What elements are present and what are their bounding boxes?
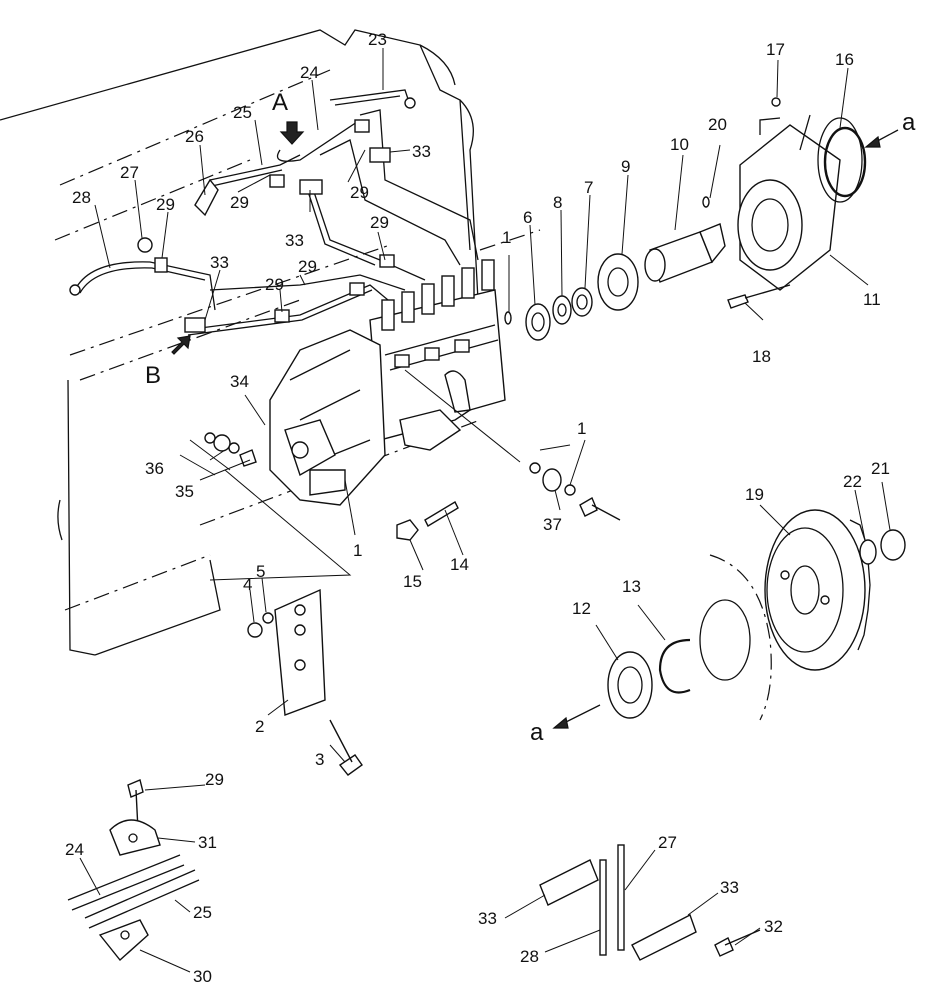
- callout-9: 9: [621, 157, 630, 176]
- callout-29: 29: [298, 257, 317, 276]
- drive-gear: [764, 509, 871, 671]
- callout-8: 8: [553, 193, 562, 212]
- snap-ring: [658, 638, 691, 694]
- pipe-clamps: [154, 119, 395, 333]
- callout-4: 4: [243, 575, 252, 594]
- washer-22: [859, 539, 877, 565]
- callout-28: 28: [520, 947, 539, 966]
- callout-25: 25: [233, 103, 252, 122]
- callout-1: 1: [502, 228, 511, 247]
- callout-1: 1: [353, 541, 362, 560]
- callout-2: 2: [255, 717, 264, 736]
- callout-36: 36: [145, 459, 164, 478]
- callout-30: 30: [193, 967, 212, 986]
- engine-block-outline: [0, 29, 541, 656]
- view-marker-a-top: a: [902, 109, 916, 136]
- callout-22: 22: [843, 472, 862, 491]
- callout-35: 35: [175, 482, 194, 501]
- callout-26: 26: [185, 127, 204, 146]
- arrow-a-top-head: [864, 135, 881, 148]
- view-marker-b-arrow: [171, 335, 191, 355]
- callout-6: 6: [523, 208, 532, 227]
- nut-21: [880, 529, 906, 561]
- callout-1: 1: [577, 419, 586, 438]
- callout-27: 27: [658, 833, 677, 852]
- drive-shaft-parts: [504, 97, 781, 341]
- callout-37: 37: [543, 515, 562, 534]
- callout-33: 33: [210, 253, 229, 272]
- callout-29: 29: [370, 213, 389, 232]
- callout-27: 27: [120, 163, 139, 182]
- bolt-18: [727, 284, 791, 309]
- view-marker-b: B: [145, 362, 161, 389]
- callout-17: 17: [766, 40, 785, 59]
- callout-31: 31: [198, 833, 217, 852]
- callout-33: 33: [285, 231, 304, 250]
- gear-case-cover: [709, 554, 772, 721]
- callout-29: 29: [350, 183, 369, 202]
- bolt-3: [329, 719, 363, 776]
- view-marker-a: A: [272, 89, 288, 116]
- bearing: [607, 651, 653, 719]
- nut-15: [396, 519, 419, 541]
- bracket: [274, 588, 326, 716]
- callout-14: 14: [450, 555, 469, 574]
- stud: [424, 501, 459, 527]
- callout-23: 23: [368, 30, 387, 49]
- leader-lines: [79, 48, 891, 973]
- delivery-valve-holders: [381, 259, 495, 331]
- callout-29: 29: [265, 275, 284, 294]
- gear-case-opening: [699, 599, 751, 681]
- pump-drive-housing: [737, 114, 863, 291]
- callout-33: 33: [412, 142, 431, 161]
- callout-29: 29: [156, 195, 175, 214]
- callout-29: 29: [205, 770, 224, 789]
- o-ring: [823, 126, 867, 198]
- callout-24: 24: [300, 63, 319, 82]
- callout-24: 24: [65, 840, 84, 859]
- callout-10: 10: [670, 135, 689, 154]
- callout-20: 20: [708, 115, 727, 134]
- callout-29: 29: [230, 193, 249, 212]
- callout-25: 25: [193, 903, 212, 922]
- callout-15: 15: [403, 572, 422, 591]
- callout-7: 7: [584, 178, 593, 197]
- callout-12: 12: [572, 599, 591, 618]
- nut-4: [247, 622, 263, 638]
- callout-5: 5: [256, 562, 265, 581]
- callout-13: 13: [622, 577, 641, 596]
- callout-19: 19: [745, 485, 764, 504]
- callout-labels: 23 24 25 26 27 28 29 29 29 29 29 29 33 3…: [65, 30, 890, 986]
- view-marker-a-bottom: a: [530, 719, 544, 746]
- washer-5: [262, 612, 274, 624]
- callout-21: 21: [871, 459, 890, 478]
- view-marker-a-arrow: [279, 121, 305, 145]
- callout-3: 3: [315, 750, 324, 769]
- union-bolt-set: [529, 462, 621, 521]
- arrow-a-bottom-head: [552, 716, 569, 729]
- clamp-set-detail: [539, 844, 761, 961]
- callout-33: 33: [478, 909, 497, 928]
- callout-16: 16: [835, 50, 854, 69]
- callout-28: 28: [72, 188, 91, 207]
- callout-18: 18: [752, 347, 771, 366]
- callout-34: 34: [230, 372, 249, 391]
- injection-pipes: [69, 89, 479, 336]
- clamp-assembly-detail: [67, 779, 200, 962]
- callout-33: 33: [720, 878, 739, 897]
- callout-32: 32: [764, 917, 783, 936]
- callout-11: 11: [863, 290, 881, 309]
- injection-pump-body: [269, 289, 506, 506]
